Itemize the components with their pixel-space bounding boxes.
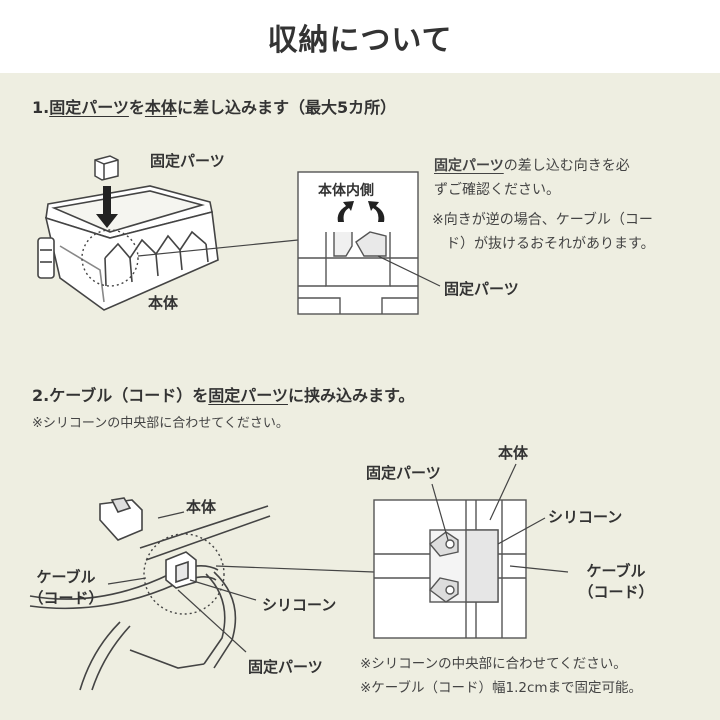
- label-cable-left: ケーブル （コード）: [28, 568, 104, 607]
- label-fixed-part-inset: 固定パーツ: [444, 280, 519, 298]
- label-fixed-part-right: 固定パーツ: [366, 464, 441, 482]
- inset-label-body-inside: 本体内側: [318, 183, 374, 199]
- label-body-left: 本体: [186, 498, 217, 516]
- fixed-part-icon: [94, 155, 119, 181]
- up-arrow-right-icon: [368, 201, 385, 222]
- footnote-1: ※シリコーンの中央部に合わせてください。: [360, 656, 627, 672]
- inset-1-drawing: [298, 231, 418, 314]
- zoom-circle-2: [143, 533, 225, 615]
- step1-description: 固定パーツの差し込む向きを必 ずご確認ください。: [434, 158, 630, 198]
- inset-2-drawing: [374, 500, 526, 638]
- label-silicone-right: シリコーン: [548, 508, 623, 526]
- tray-illustration: [37, 185, 219, 311]
- step1-note: ※向きが逆の場合、ケーブル（コー ド）が抜けるおそれがあります。: [432, 212, 655, 252]
- step2-title: 2.ケーブル（コード）を固定パーツに挟み込みます。: [32, 386, 415, 405]
- label-cable-right: ケーブル （コード）: [578, 562, 654, 601]
- label-fixed-part-bottom: 固定パーツ: [248, 658, 323, 676]
- header: 収納について: [0, 0, 720, 73]
- zoom-circle: [81, 229, 139, 287]
- footnote-2: ※ケーブル（コード）幅1.2cmまで固定可能。: [360, 680, 643, 696]
- step2-subnote: ※シリコーンの中央部に合わせてください。: [32, 416, 289, 431]
- label-silicone-left: シリコーン: [262, 596, 337, 614]
- label-body-right: 本体: [498, 444, 529, 462]
- step1-title: 1.固定パーツを本体に差し込みます（最大5カ所）: [32, 98, 397, 117]
- insert-arrow-icon: [96, 186, 118, 228]
- page-title: 収納について: [267, 22, 453, 58]
- up-arrow-left-icon: [337, 201, 354, 222]
- label-fixed-part-1: 固定パーツ: [150, 152, 225, 170]
- label-body-1: 本体: [148, 294, 179, 312]
- tray-corner-illustration: [29, 497, 271, 691]
